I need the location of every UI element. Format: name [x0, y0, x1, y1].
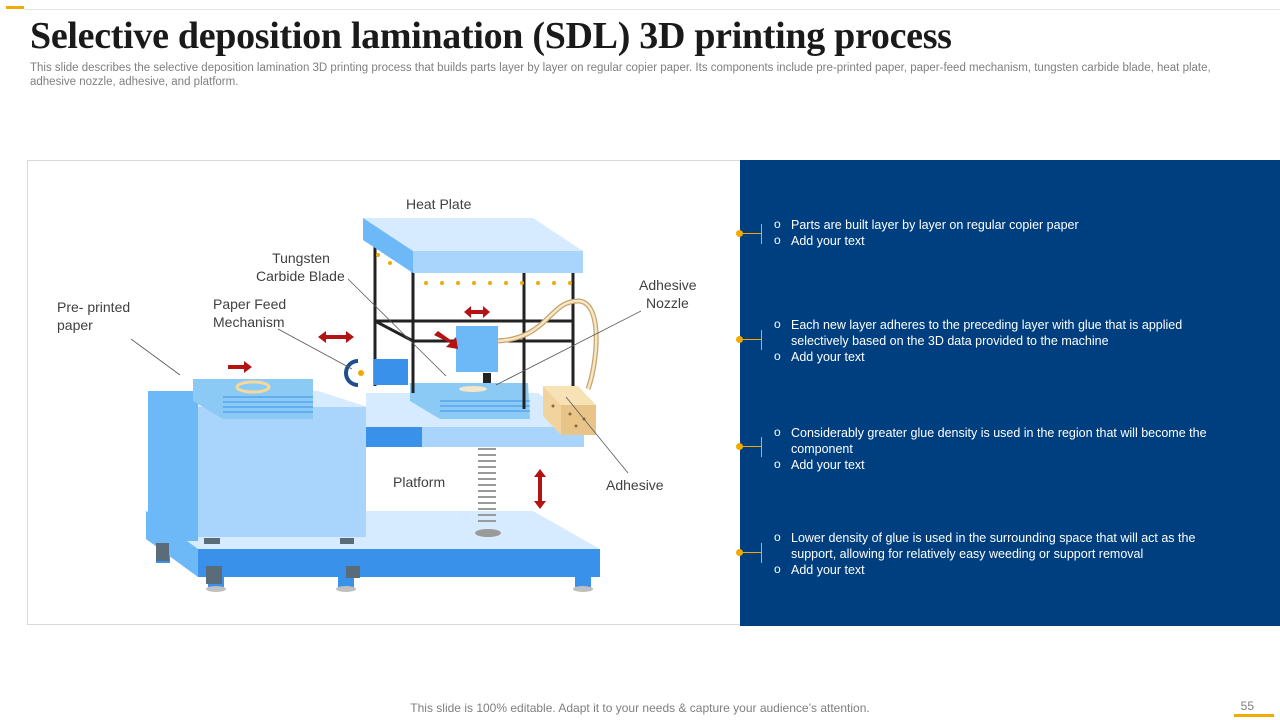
- adhesive-block: [543, 386, 596, 435]
- build-stack: [410, 383, 530, 419]
- timeline-tick: [761, 437, 762, 457]
- bullet-list: Lower density of glue is used in the sur…: [774, 529, 1214, 578]
- timeline-dot: [736, 443, 743, 450]
- page-number: 55: [1240, 699, 1254, 713]
- heat-plate: [363, 218, 583, 273]
- timeline-dot: [736, 336, 743, 343]
- slide-title: Selective deposition lamination (SDL) 3D…: [30, 15, 952, 57]
- bullet-item: Each new layer adheres to the preceding …: [774, 316, 1214, 349]
- paper-feed-label-line1: Paper Feed: [213, 296, 287, 312]
- pre-printed-label-line1: Pre- printed: [57, 299, 131, 315]
- tungsten-label-line1: Tungsten: [272, 250, 330, 266]
- timeline-connector: [740, 339, 762, 340]
- tungsten-label-line2: Carbide Blade: [256, 268, 345, 284]
- leader-lines: [130, 278, 642, 474]
- platform-spring: [478, 448, 496, 522]
- sdl-diagram: Heat Plate Tungsten Carbide Blade Paper …: [27, 160, 740, 625]
- bullet-item: Add your text: [774, 348, 1214, 365]
- bullet-item: Add your text: [774, 232, 1214, 249]
- frame: [373, 243, 575, 409]
- timeline-tick: [761, 330, 762, 350]
- bullet-list: Each new layer adheres to the preceding …: [774, 316, 1214, 365]
- heater-elements: [376, 253, 572, 285]
- bullet-item: Considerably greater glue density is use…: [774, 424, 1214, 457]
- spring-base: [475, 529, 501, 537]
- slide-footer: This slide is 100% editable. Adapt it to…: [410, 701, 870, 715]
- bullet-list: Considerably greater glue density is use…: [774, 424, 1214, 473]
- adhesive-label: Adhesive: [606, 477, 664, 493]
- bullet-item: Add your text: [774, 561, 1214, 578]
- tungsten-carbide-blade: [344, 359, 408, 387]
- timeline-dot: [736, 549, 743, 556]
- bullet-item: Parts are built layer by layer on regula…: [774, 216, 1214, 233]
- adhesive-nozzle-label-line2: Nozzle: [646, 295, 689, 311]
- timeline-connector: [740, 446, 762, 447]
- bullet-list: Parts are built layer by layer on regula…: [774, 216, 1214, 249]
- timeline-connector: [740, 552, 762, 553]
- paper-feed-label-line2: Mechanism: [213, 314, 285, 330]
- platform-label: Platform: [393, 474, 446, 490]
- pre-printed-paper-stack: [193, 379, 313, 419]
- bullet-item: Add your text: [774, 456, 1214, 473]
- heat-plate-label: Heat Plate: [406, 196, 472, 212]
- sdl-machine-illustration: [130, 218, 642, 592]
- adhesive-nozzle-label-line1: Adhesive: [639, 277, 697, 293]
- timeline-dot: [736, 230, 743, 237]
- timeline-tick: [761, 224, 762, 244]
- top-accent-bar: [6, 6, 24, 9]
- motion-arrows: [228, 306, 546, 509]
- bullet-item: Lower density of glue is used in the sur…: [774, 529, 1214, 562]
- slide-subtitle: This slide describes the selective depos…: [30, 62, 1211, 88]
- timeline-tick: [761, 543, 762, 563]
- bottom-accent-bar: [1234, 714, 1274, 717]
- adhesive-nozzle: [456, 298, 599, 392]
- pre-printed-label-line2: paper: [57, 317, 93, 333]
- info-panel: Parts are built layer by layer on regula…: [736, 160, 1280, 626]
- timeline-connector: [740, 233, 762, 234]
- top-divider: [24, 9, 1280, 10]
